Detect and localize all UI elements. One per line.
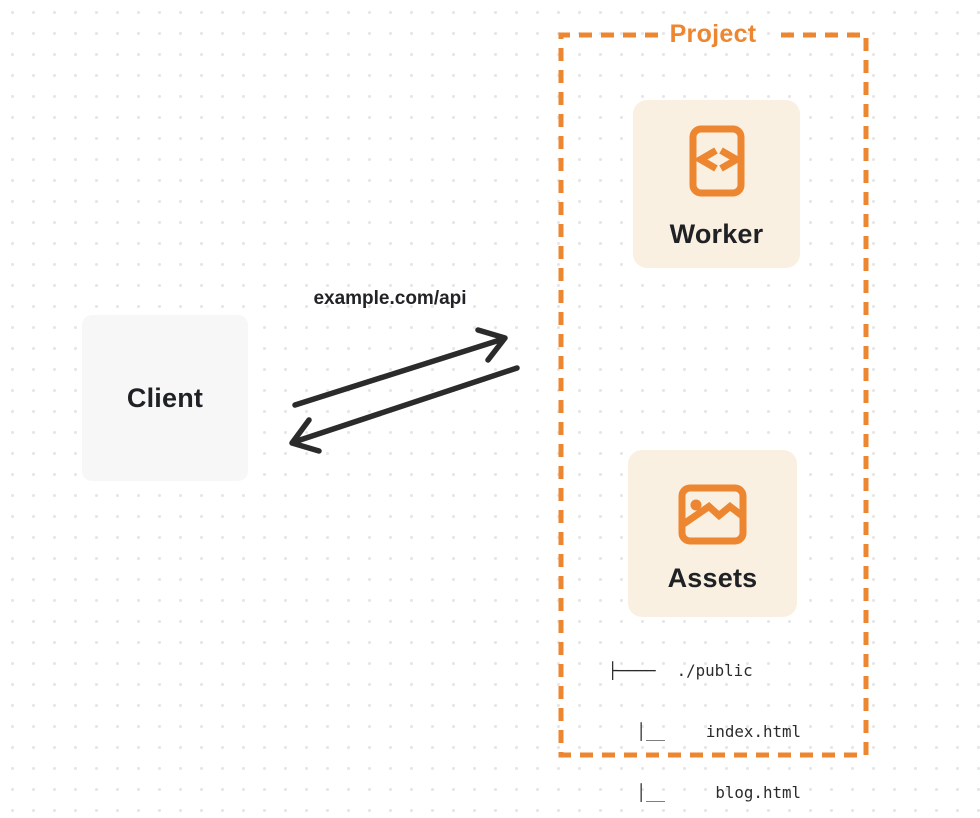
- client-label: Client: [126, 382, 204, 413]
- worker-node: Worker: [633, 100, 800, 268]
- request-arrow: [292, 327, 508, 408]
- chevron-right-glyph: [718, 147, 743, 172]
- tree-child-glyph: │__: [608, 722, 666, 742]
- tree-child-glyph: │__: [608, 783, 666, 803]
- request-url-label: example.com/api: [313, 288, 467, 309]
- mountain-glyph: [680, 502, 746, 528]
- tree-file-name: index.html: [705, 722, 801, 742]
- file-tree: ├──── ./public │__ index.html │__ blog.h…: [608, 620, 801, 818]
- response-arrow: [289, 365, 520, 454]
- assets-node: Assets: [628, 450, 797, 617]
- sun-glyph: [690, 499, 702, 511]
- tree-file-name: blog.html: [715, 783, 801, 803]
- worker-label: Worker: [669, 219, 764, 249]
- code-file-icon: [689, 125, 744, 197]
- client-node: Client: [82, 315, 248, 481]
- image-icon: [678, 484, 747, 545]
- chevron-left-glyph: [693, 147, 718, 172]
- project-border: [558, 32, 869, 758]
- tree-file-row: │__ index.html: [608, 722, 801, 742]
- tree-file-row: │__ blog.html: [608, 783, 801, 803]
- assets-label: Assets: [667, 563, 758, 593]
- tree-root-row: ├──── ./public: [608, 661, 801, 681]
- project-label: Project: [669, 20, 757, 48]
- tree-branch-glyph: ├────: [608, 660, 656, 680]
- tree-root-name: ./public: [676, 660, 753, 680]
